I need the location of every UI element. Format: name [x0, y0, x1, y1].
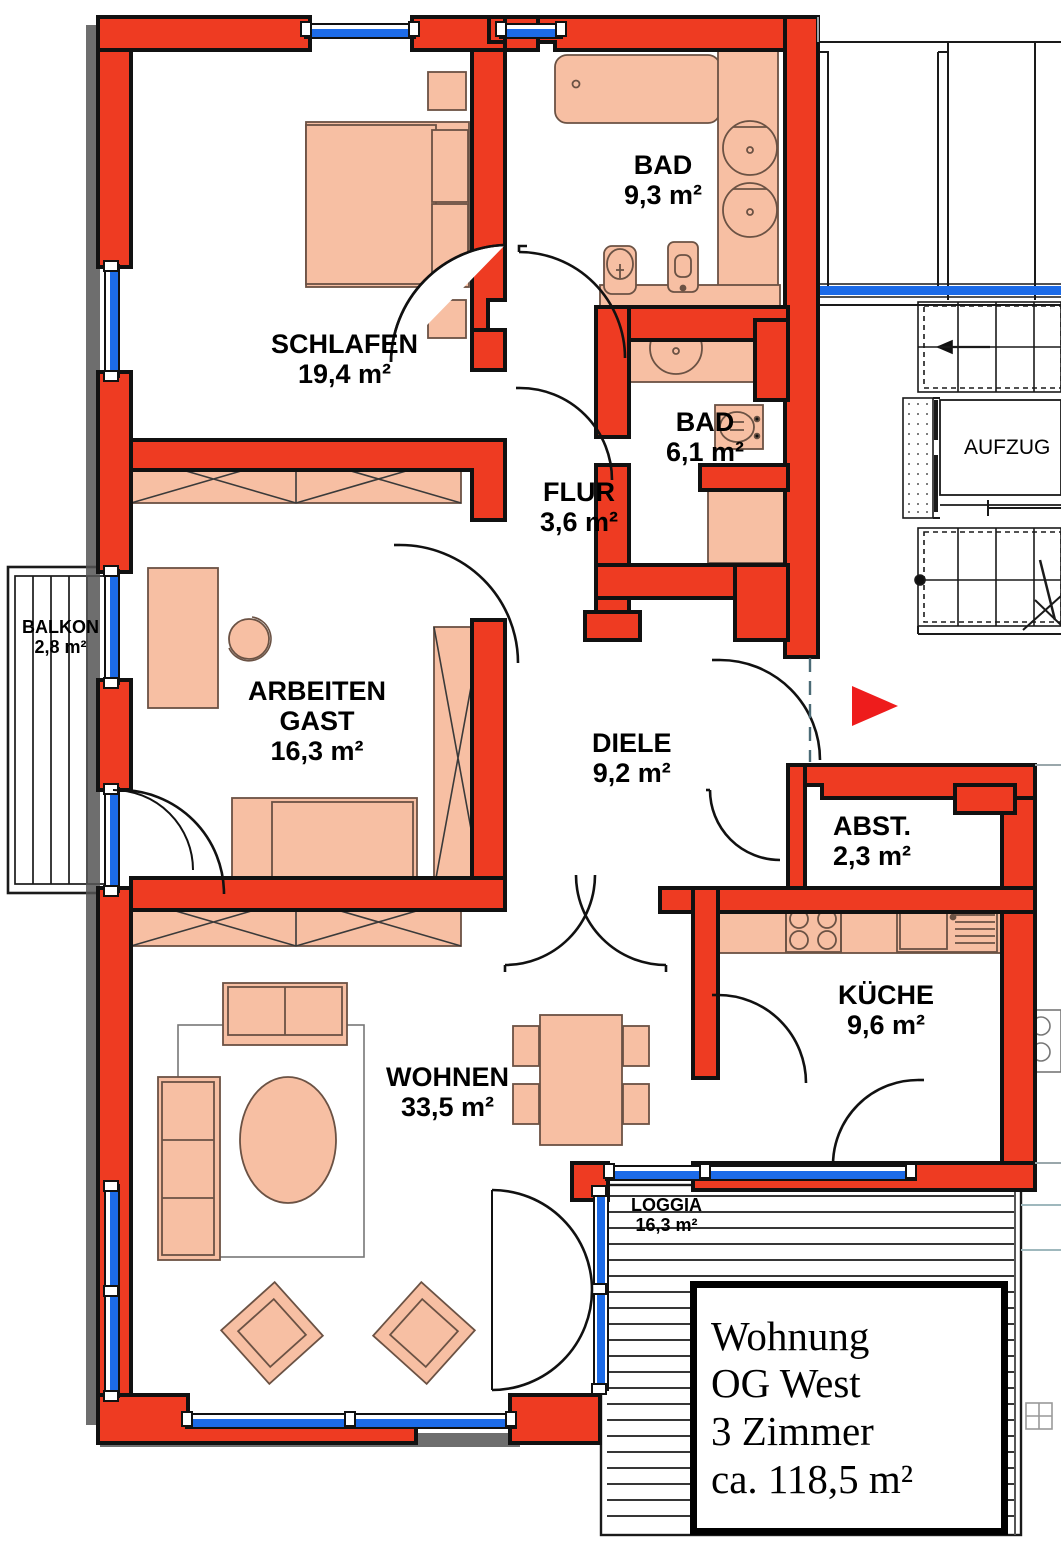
wall-arbeiten-right — [470, 618, 507, 902]
door-loggia-lower — [491, 1289, 594, 1392]
room-label-balkon: BALKON 2,8 m² — [22, 617, 99, 658]
door-abst — [708, 789, 781, 862]
window-left-2-balkondoor — [103, 565, 120, 689]
door-arbeiten — [119, 788, 226, 895]
stairs-upper — [917, 301, 1061, 393]
coffee-table — [239, 1076, 337, 1204]
room-label-arbeiten-gast: ARBEITEN GAST 16,3 m² — [248, 676, 387, 767]
doors — [112, 243, 924, 1392]
wall-bad2-niche2 — [698, 463, 790, 492]
wall-kitchen-sep — [658, 886, 1037, 914]
sofa-top — [222, 982, 348, 1046]
sofa-left — [157, 1076, 221, 1261]
window-left-1 — [103, 260, 120, 382]
room-label-diele: DIELE 9,2 m² — [592, 728, 672, 789]
title-line-3: 3 Zimmer — [711, 1408, 874, 1454]
wall-arbeiten-bottom — [129, 876, 507, 912]
label-aufzug: AUFZUG — [964, 436, 1051, 459]
wall-bad2-bottom-right — [733, 563, 790, 642]
window-loggia-top — [603, 1163, 917, 1181]
wall-schlafen-right — [470, 48, 507, 332]
wall-abst-niche — [953, 783, 1017, 815]
room-label-flur: FLUR 3,6 m² — [540, 477, 619, 538]
shaft-wall-hatch — [902, 397, 934, 519]
elevator-cabin — [933, 397, 1061, 519]
wall-flur-foot — [583, 610, 642, 642]
window-loggia-door — [591, 1185, 609, 1395]
wall-outer-left-a — [96, 15, 133, 269]
door-loggia-upper — [491, 1188, 594, 1291]
door-flur-diele — [399, 543, 520, 664]
room-label-bad-klein: BAD 6,1 m² — [666, 407, 745, 468]
door-entrance — [719, 658, 822, 761]
neighbour-door-lines — [1025, 1402, 1053, 1430]
room-label-abst: ABST. 2,3 m² — [833, 811, 912, 872]
room-label-wohnen: WOHNEN 33,5 m² — [386, 1062, 509, 1123]
wall-abst-left — [786, 763, 807, 892]
window-bottom — [181, 1411, 517, 1429]
door-kuche-loggia — [831, 1078, 919, 1166]
bed-schlafen — [305, 121, 470, 288]
door-wohnen-right — [574, 874, 667, 967]
stairs-lower — [914, 527, 1061, 631]
wall-outer-right-kitchen — [1000, 763, 1037, 1187]
wall-bottom-right-foot — [508, 1393, 602, 1445]
room-label-bad-gross: BAD 9,3 m² — [624, 150, 703, 211]
wall-bad2-niche — [753, 318, 790, 402]
room-label-kueche: KÜCHE 9,6 m² — [838, 980, 935, 1041]
wall-outer-left-b — [96, 370, 133, 574]
guest-bed — [231, 797, 418, 887]
door-kuche — [717, 993, 808, 1084]
title-line-2: OG West — [711, 1360, 861, 1407]
window-top-2 — [495, 21, 567, 39]
entrance-arrow-marker — [852, 686, 898, 726]
room-label-schlafen: SCHLAFEN 19,4 m² — [271, 329, 418, 390]
title-block: Wohnung OG West 3 Zimmer ca. 118,5 m² — [690, 1281, 1008, 1535]
bidet-icon — [667, 241, 699, 293]
desk-chair — [228, 616, 272, 662]
title-line-1: Wohnung — [711, 1312, 870, 1359]
window-top-1 — [300, 21, 420, 39]
nightstand-top — [427, 71, 467, 111]
dining-set — [512, 1014, 650, 1146]
bath-vanity-column — [717, 49, 779, 306]
desk-arbeiten — [147, 567, 219, 709]
armchair-left — [219, 1280, 325, 1386]
door-bad-klein — [519, 386, 614, 481]
edge-lines — [817, 17, 1061, 1164]
armchair-right — [371, 1280, 477, 1386]
bath2-wc — [714, 404, 764, 450]
stair-landing-lines — [917, 626, 1061, 635]
bathtub — [554, 54, 721, 124]
stairwell-area — [817, 41, 1061, 306]
furniture-layer — [130, 49, 1003, 1386]
wc-icon — [603, 245, 637, 295]
door-wohnen-left — [504, 874, 597, 967]
wall-detail-strokes — [129, 17, 312, 1395]
windows — [103, 21, 917, 1429]
room-label-loggia: LOGGIA 16,3 m² — [631, 1195, 702, 1236]
title-line-4: ca. 118,5 m² — [711, 1455, 914, 1502]
window-left-3-balkondoor — [103, 783, 120, 897]
door-balkon — [112, 789, 194, 871]
wall-bad2-left — [594, 305, 631, 439]
wall-outer-left-c — [96, 678, 133, 792]
wall-outer-top-a — [96, 15, 312, 52]
wall-kitchen-left — [691, 886, 720, 1080]
door-bad-gross — [518, 250, 627, 359]
window-left-4 — [103, 1180, 120, 1402]
wall-schlafen-right-lower — [470, 328, 507, 372]
